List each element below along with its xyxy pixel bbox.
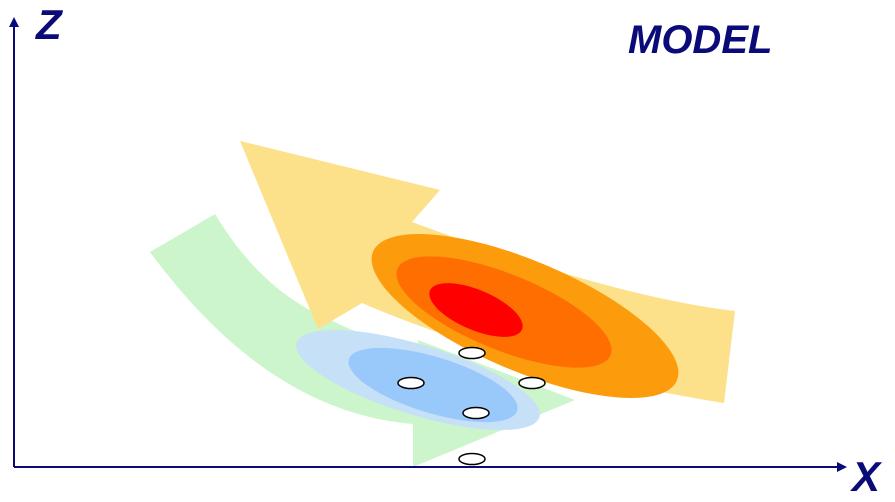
marker-ground [458, 452, 486, 466]
cold-anomaly-inner [348, 347, 518, 423]
markers-group [397, 346, 546, 466]
warm-anomaly-core [429, 283, 523, 337]
marker-middle [462, 406, 490, 420]
diagram-title: MODEL [628, 18, 773, 62]
marker-top [458, 346, 486, 360]
marker-left [397, 376, 425, 390]
x-axis-label: X [852, 453, 881, 500]
marker-right [518, 376, 546, 390]
z-axis-label: Z [36, 1, 62, 48]
